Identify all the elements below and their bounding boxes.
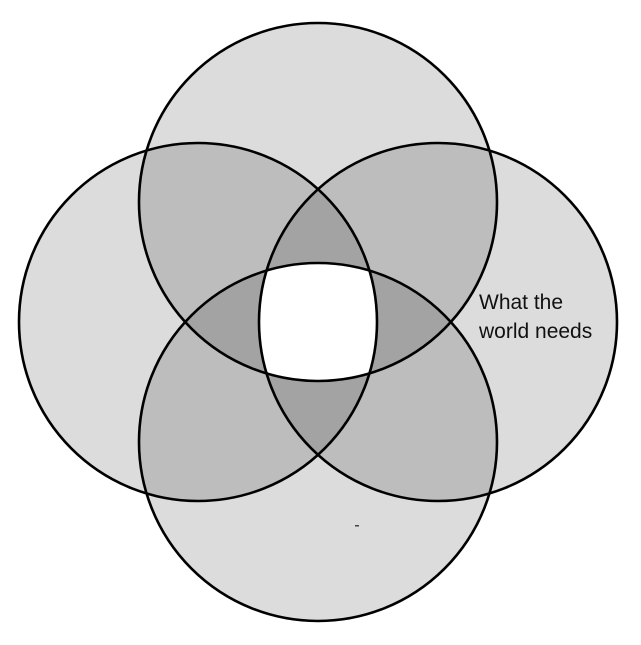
right-circle-label: What the world needs	[478, 291, 592, 343]
triple-overlaps	[139, 143, 497, 501]
circle-outlines	[17, 21, 619, 623]
circle-left-outline	[17, 141, 379, 503]
circle-bottom-outline	[137, 261, 499, 623]
overlap-top-left-bottom	[139, 263, 377, 381]
right-circle-label-line-2: world needs	[478, 320, 592, 343]
overlap-left-right-bottom	[259, 263, 377, 501]
overlap-top-right-bottom	[259, 263, 497, 381]
small-dash-mark	[355, 525, 359, 527]
circle-right-outline	[257, 141, 619, 503]
right-circle-label-line-1: What the	[479, 291, 563, 314]
circle-top-outline	[137, 21, 499, 383]
overlap-top-left-right	[259, 143, 377, 381]
